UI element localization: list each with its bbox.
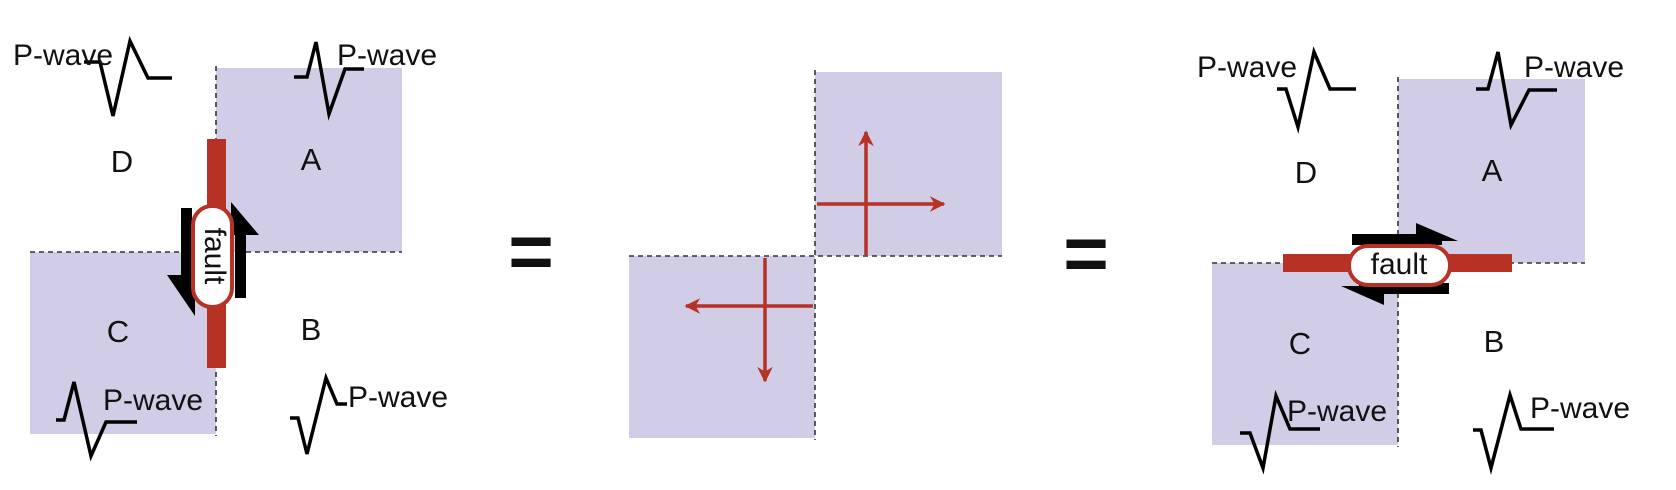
waveform-icon [290, 372, 347, 455]
slip-arrow-icon [231, 202, 259, 298]
slip-arrow-icon [1341, 283, 1449, 305]
right-panel: fault D A C B P-wave P-wave P-wave P-wav… [1197, 46, 1630, 475]
waveform-icon [1473, 388, 1554, 475]
waveform-icon [1240, 389, 1320, 475]
wave-label: P-wave [1197, 51, 1297, 84]
quadrant-label-c: C [1289, 326, 1311, 361]
equals-sign: = [1063, 209, 1109, 297]
fault-label: fault [1371, 248, 1428, 281]
wave-label: P-wave [348, 381, 448, 414]
fault-label-box [1347, 244, 1452, 287]
wave-label: P-wave [13, 39, 113, 72]
waveform-icon [1277, 46, 1356, 134]
waveform-icon [84, 35, 172, 117]
wave-label: P-wave [337, 39, 437, 72]
quadrant-label-b: B [301, 312, 322, 347]
slip-arrow-icon [1352, 223, 1458, 245]
wave-label: P-wave [103, 384, 203, 417]
quadrant-label-c: C [107, 314, 129, 349]
fault-label-box [191, 204, 234, 309]
quadrant-label-a: A [301, 142, 322, 177]
fault-label: fault [198, 228, 231, 285]
slip-arrow-icon [167, 208, 195, 316]
block-upper-right [815, 72, 1002, 256]
wave-label: P-wave [1530, 392, 1630, 425]
left-panel: fault D A C B P-wave P-wave P-wave P-wav… [13, 35, 448, 462]
waveform-icon [1476, 51, 1557, 131]
quadrant-label-b: B [1484, 324, 1505, 359]
quadrant-label-a: A [1482, 153, 1503, 188]
quadrant-label-d: D [1295, 155, 1317, 190]
middle-panel [629, 70, 1002, 440]
waveform-icon [56, 381, 137, 462]
quadrant-label-d: D [111, 144, 133, 179]
equals-sign: = [508, 207, 554, 295]
wave-label: P-wave [1524, 51, 1624, 84]
wave-label: P-wave [1287, 395, 1387, 428]
waveform-icon [294, 41, 364, 121]
block-lower-left [629, 256, 815, 438]
